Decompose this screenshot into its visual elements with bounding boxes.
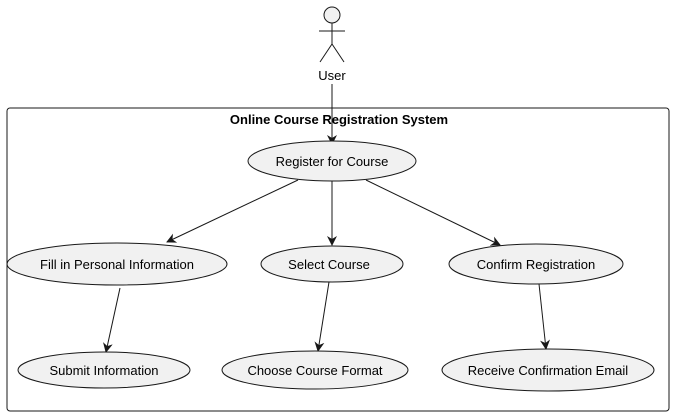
- use-case-select-course[interactable]: Select Course: [260, 245, 404, 283]
- use-case-ellipse: [260, 245, 404, 283]
- system-boundary-box: [6, 107, 670, 412]
- use-case-ellipse: [6, 242, 228, 286]
- use-case-label: Select Course: [288, 257, 370, 272]
- relation-register-confirm: [365, 179, 501, 246]
- system-boundary: Online Course Registration System: [6, 107, 670, 412]
- use-case-label: Confirm Registration: [477, 257, 596, 272]
- relation-fill-info-submit-info: [103, 287, 121, 353]
- use-case-label: Receive Confirmation Email: [468, 363, 629, 378]
- relation-confirm-receive-email: [538, 283, 551, 350]
- actor-label: User: [318, 68, 346, 83]
- use-case-label: Choose Course Format: [247, 363, 382, 378]
- use-case-ellipse: [247, 140, 417, 182]
- relation-select-course-choose-format: [314, 281, 330, 352]
- relations: [103, 84, 551, 353]
- use-case-receive-email[interactable]: Receive Confirmation Email: [441, 348, 655, 392]
- use-case-label: Fill in Personal Information: [40, 257, 194, 272]
- use-case-label: Submit Information: [49, 363, 158, 378]
- use-case-register[interactable]: Register for Course: [247, 140, 417, 182]
- use-case-label: Register for Course: [276, 154, 389, 169]
- use-case-ellipse: [441, 348, 655, 392]
- use-case-confirm[interactable]: Confirm Registration: [448, 243, 624, 285]
- system-title: Online Course Registration System: [230, 112, 448, 127]
- use-case-ellipse: [448, 243, 624, 285]
- use-case-ellipse: [221, 350, 409, 390]
- stick-figure-actor-icon: [319, 6, 345, 63]
- use-case-submit-info[interactable]: Submit Information: [17, 351, 191, 389]
- use-case-ellipse: [17, 351, 191, 389]
- actor: User: [318, 6, 346, 83]
- relation-register-fill-info: [166, 179, 299, 243]
- use-case-fill-info[interactable]: Fill in Personal Information: [6, 242, 228, 286]
- use-case-choose-format[interactable]: Choose Course Format: [221, 350, 409, 390]
